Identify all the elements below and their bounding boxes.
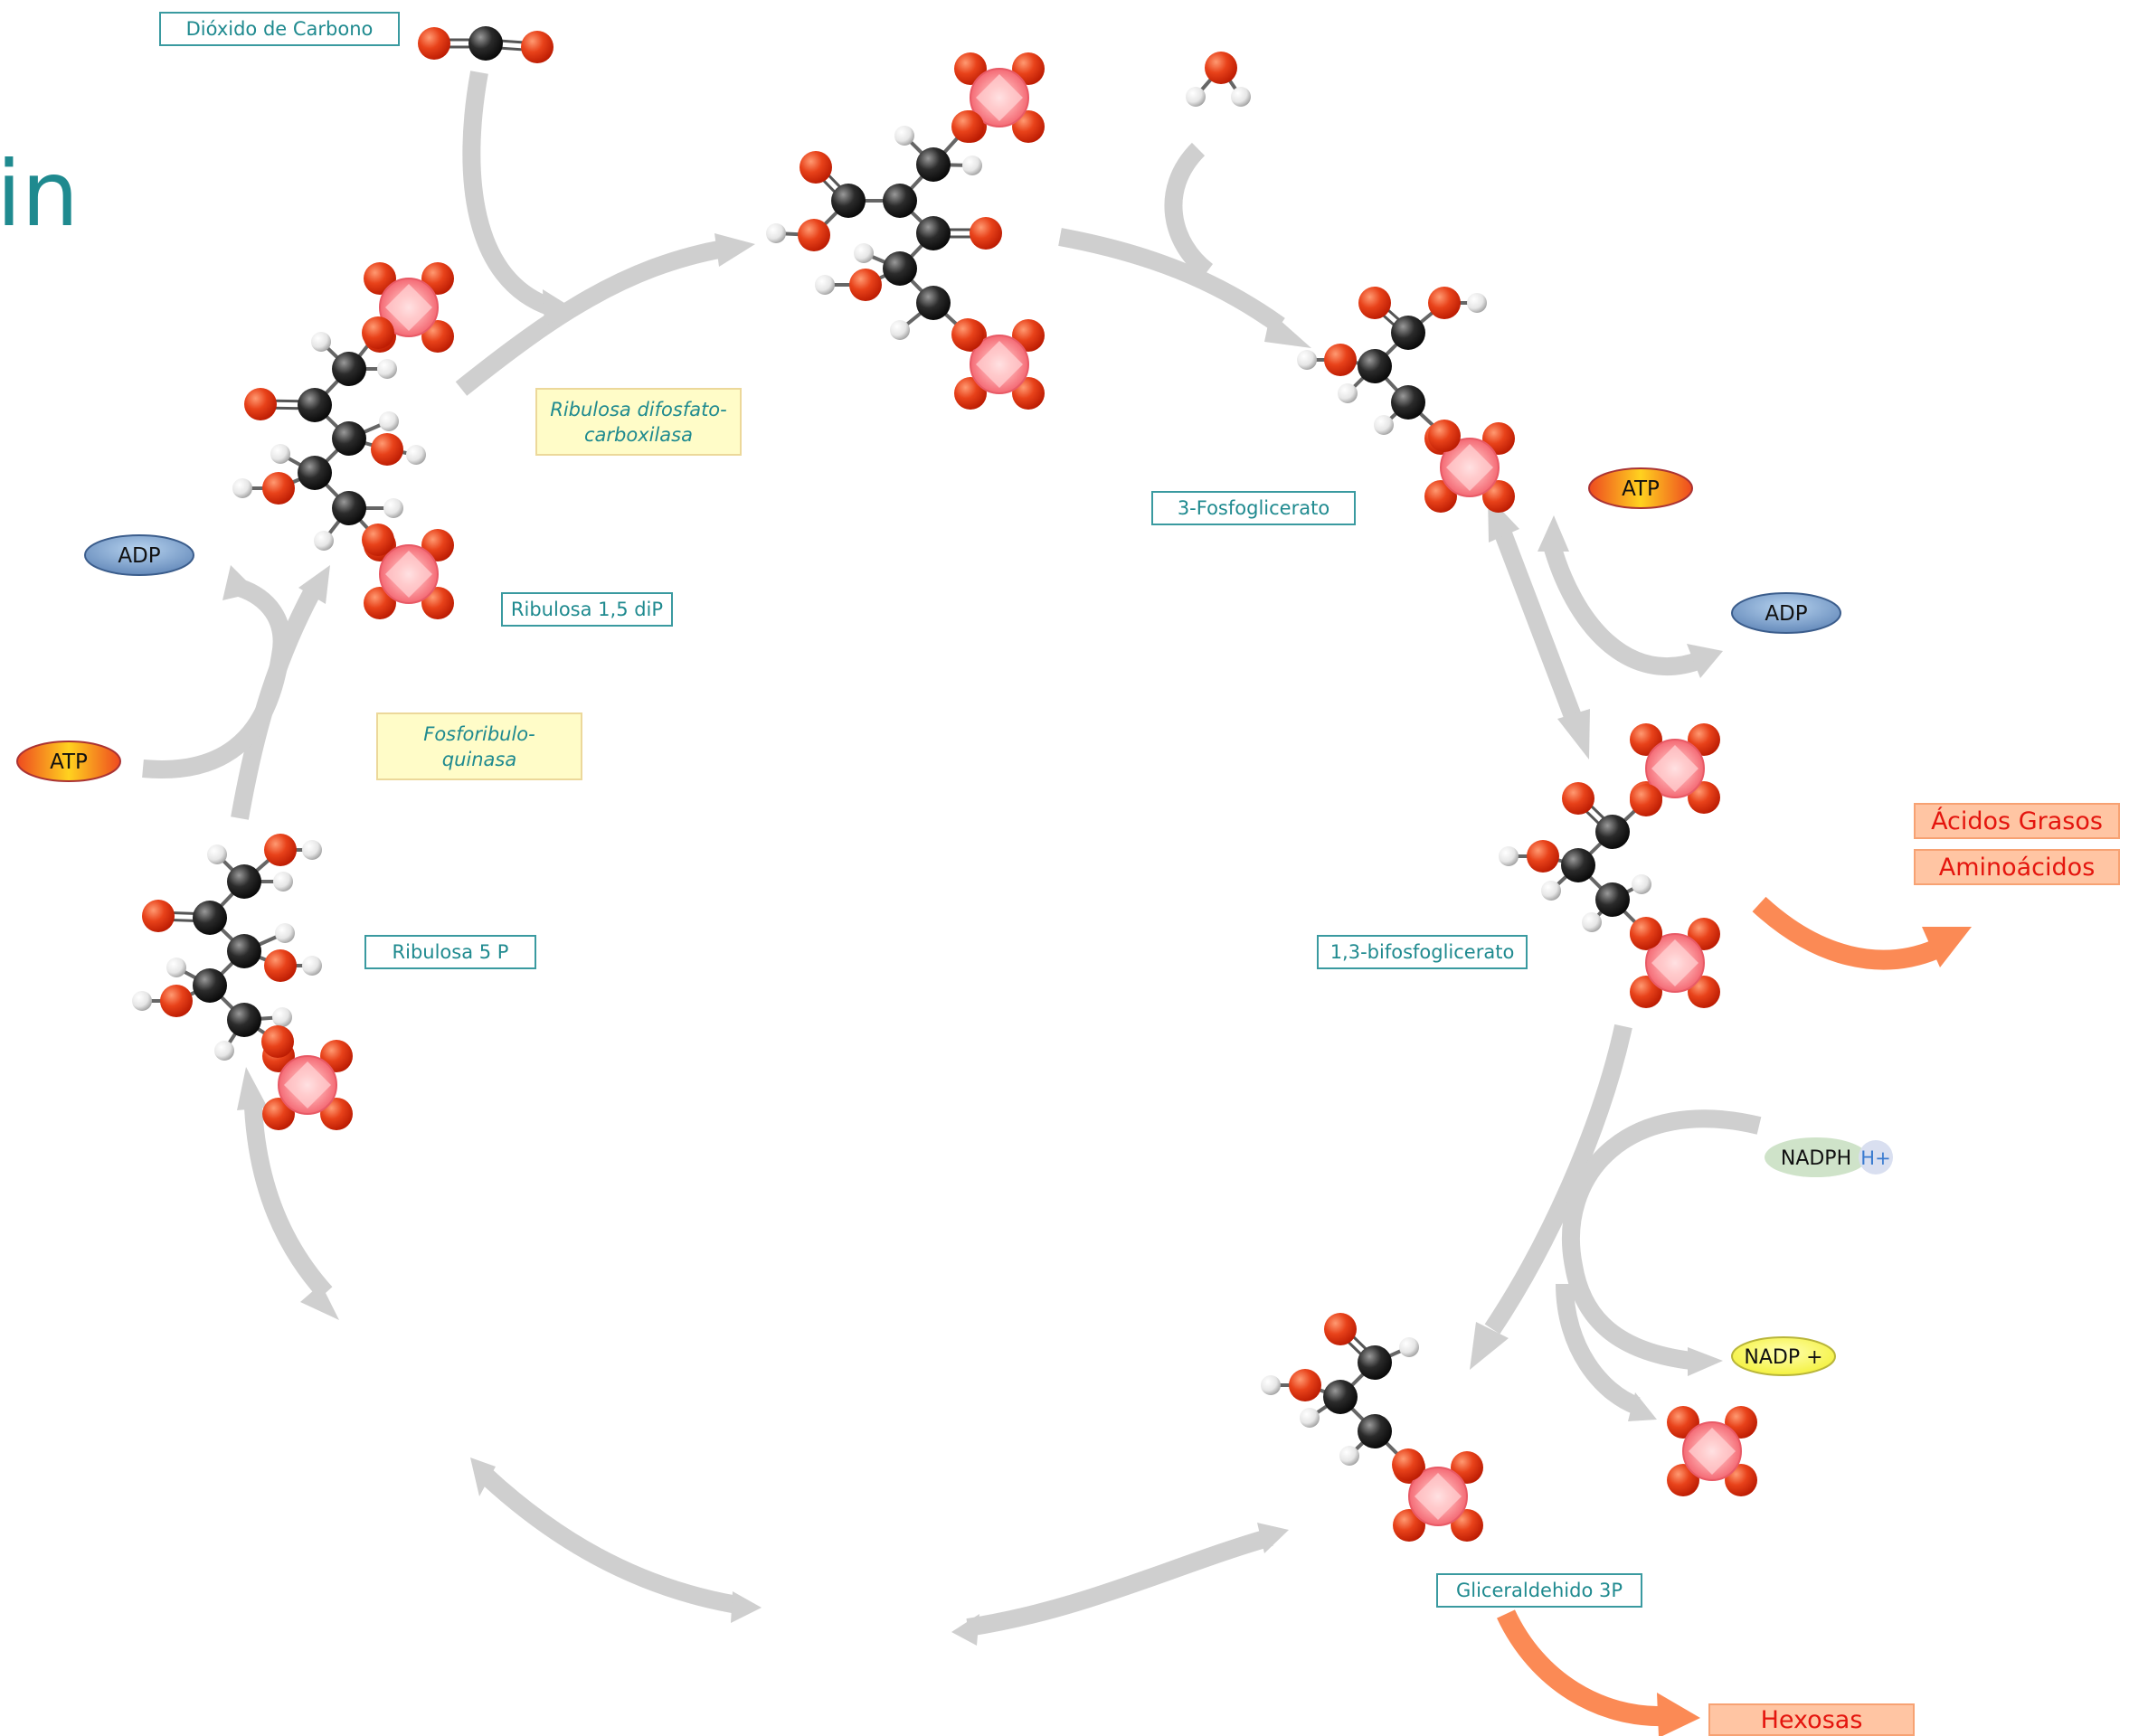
intermediate-molecule (766, 52, 1045, 410)
adp-right: ADP (1731, 592, 1841, 634)
arrow-atp-adp-left (142, 579, 291, 778)
arrow-ribulose-to-intermediate (455, 240, 725, 396)
arrow-lower-left (478, 1467, 739, 1614)
label-ribulosa-diP: Ribulosa 1,5 diP (501, 592, 673, 627)
arrow-3pg-to-bpg (1492, 525, 1583, 722)
product-acidos-grasos: Ácidos Grasos (1914, 803, 2120, 839)
co2-molecule (418, 26, 554, 63)
arrow-to-hexoses (1497, 1609, 1665, 1727)
molecules (132, 26, 1757, 1542)
nadp-label: NADP + (1744, 1346, 1822, 1369)
cycle-arrows (142, 71, 1762, 1637)
ribulosa-diP-molecule (232, 262, 454, 619)
atp-right: ATP (1588, 467, 1693, 509)
arrow-nadph-to-nadp (1561, 1109, 1762, 1370)
h-plus-label: H+ (1860, 1147, 1890, 1169)
bpg-molecule (1499, 723, 1720, 1008)
enzyme-carboxilasa-line2: carboxilasa (583, 423, 693, 446)
arrow-to-lipids (1752, 896, 1940, 970)
enzyme-carboxilasa: Ribulosa difosfato-carboxilasa (535, 388, 742, 456)
ribulosa-5P-molecule (132, 834, 353, 1130)
label-bifosfoglicerato: 1,3-bifosfoglicerato (1317, 935, 1528, 969)
arrow-heads (222, 233, 1723, 1646)
arrow-atp-adp-right (1542, 540, 1704, 675)
label-co2: Dióxido de Carbono (159, 12, 400, 46)
water-molecule (1186, 52, 1251, 107)
atp-right-label: ATP (1622, 477, 1660, 501)
adp-right-label: ADP (1765, 602, 1807, 626)
arrow-co2-fixation (462, 71, 555, 316)
product-hexosas: Hexosas (1708, 1703, 1915, 1736)
nadph: NADPH H+ (1765, 1137, 1893, 1177)
enzyme-quinasa-line2: quinasa (441, 748, 517, 770)
arrow-intermediate-to-3pg (1058, 228, 1285, 334)
g3p-molecule (1261, 1313, 1483, 1542)
3pg-molecule (1297, 287, 1515, 513)
arrow-phosphate-release (1556, 1283, 1641, 1415)
product-aminoacidos: Aminoácidos (1914, 849, 2120, 885)
enzyme-carboxilasa-line1: Ribulosa difosfato- (550, 398, 727, 420)
enzyme-quinasa: Fosforibulo-quinasa (376, 712, 582, 780)
adp-left-label: ADP (118, 544, 160, 568)
title-fragment: in (0, 141, 80, 247)
label-gliceraldehido: Gliceraldehido 3P (1436, 1573, 1642, 1608)
nadp: NADP + (1731, 1336, 1836, 1376)
arrow-left-bottom (244, 1107, 333, 1299)
product-arrows (1497, 896, 1940, 1727)
arrow-bpg-to-g3p (1484, 1024, 1632, 1335)
adp-left: ADP (84, 534, 194, 576)
atp-left-label: ATP (50, 750, 88, 774)
label-3-fosfoglicerato: 3-Fosfoglicerato (1151, 491, 1356, 525)
nadph-label: NADPH (1781, 1147, 1851, 1170)
label-ribulosa-5P: Ribulosa 5 P (364, 935, 536, 969)
enzyme-quinasa-line1: Fosforibulo- (423, 722, 535, 745)
arrow-water-join (1164, 142, 1214, 278)
atp-left: ATP (16, 741, 121, 782)
phosphate-release (1667, 1406, 1757, 1496)
arrow-g3p-lower (966, 1528, 1273, 1637)
